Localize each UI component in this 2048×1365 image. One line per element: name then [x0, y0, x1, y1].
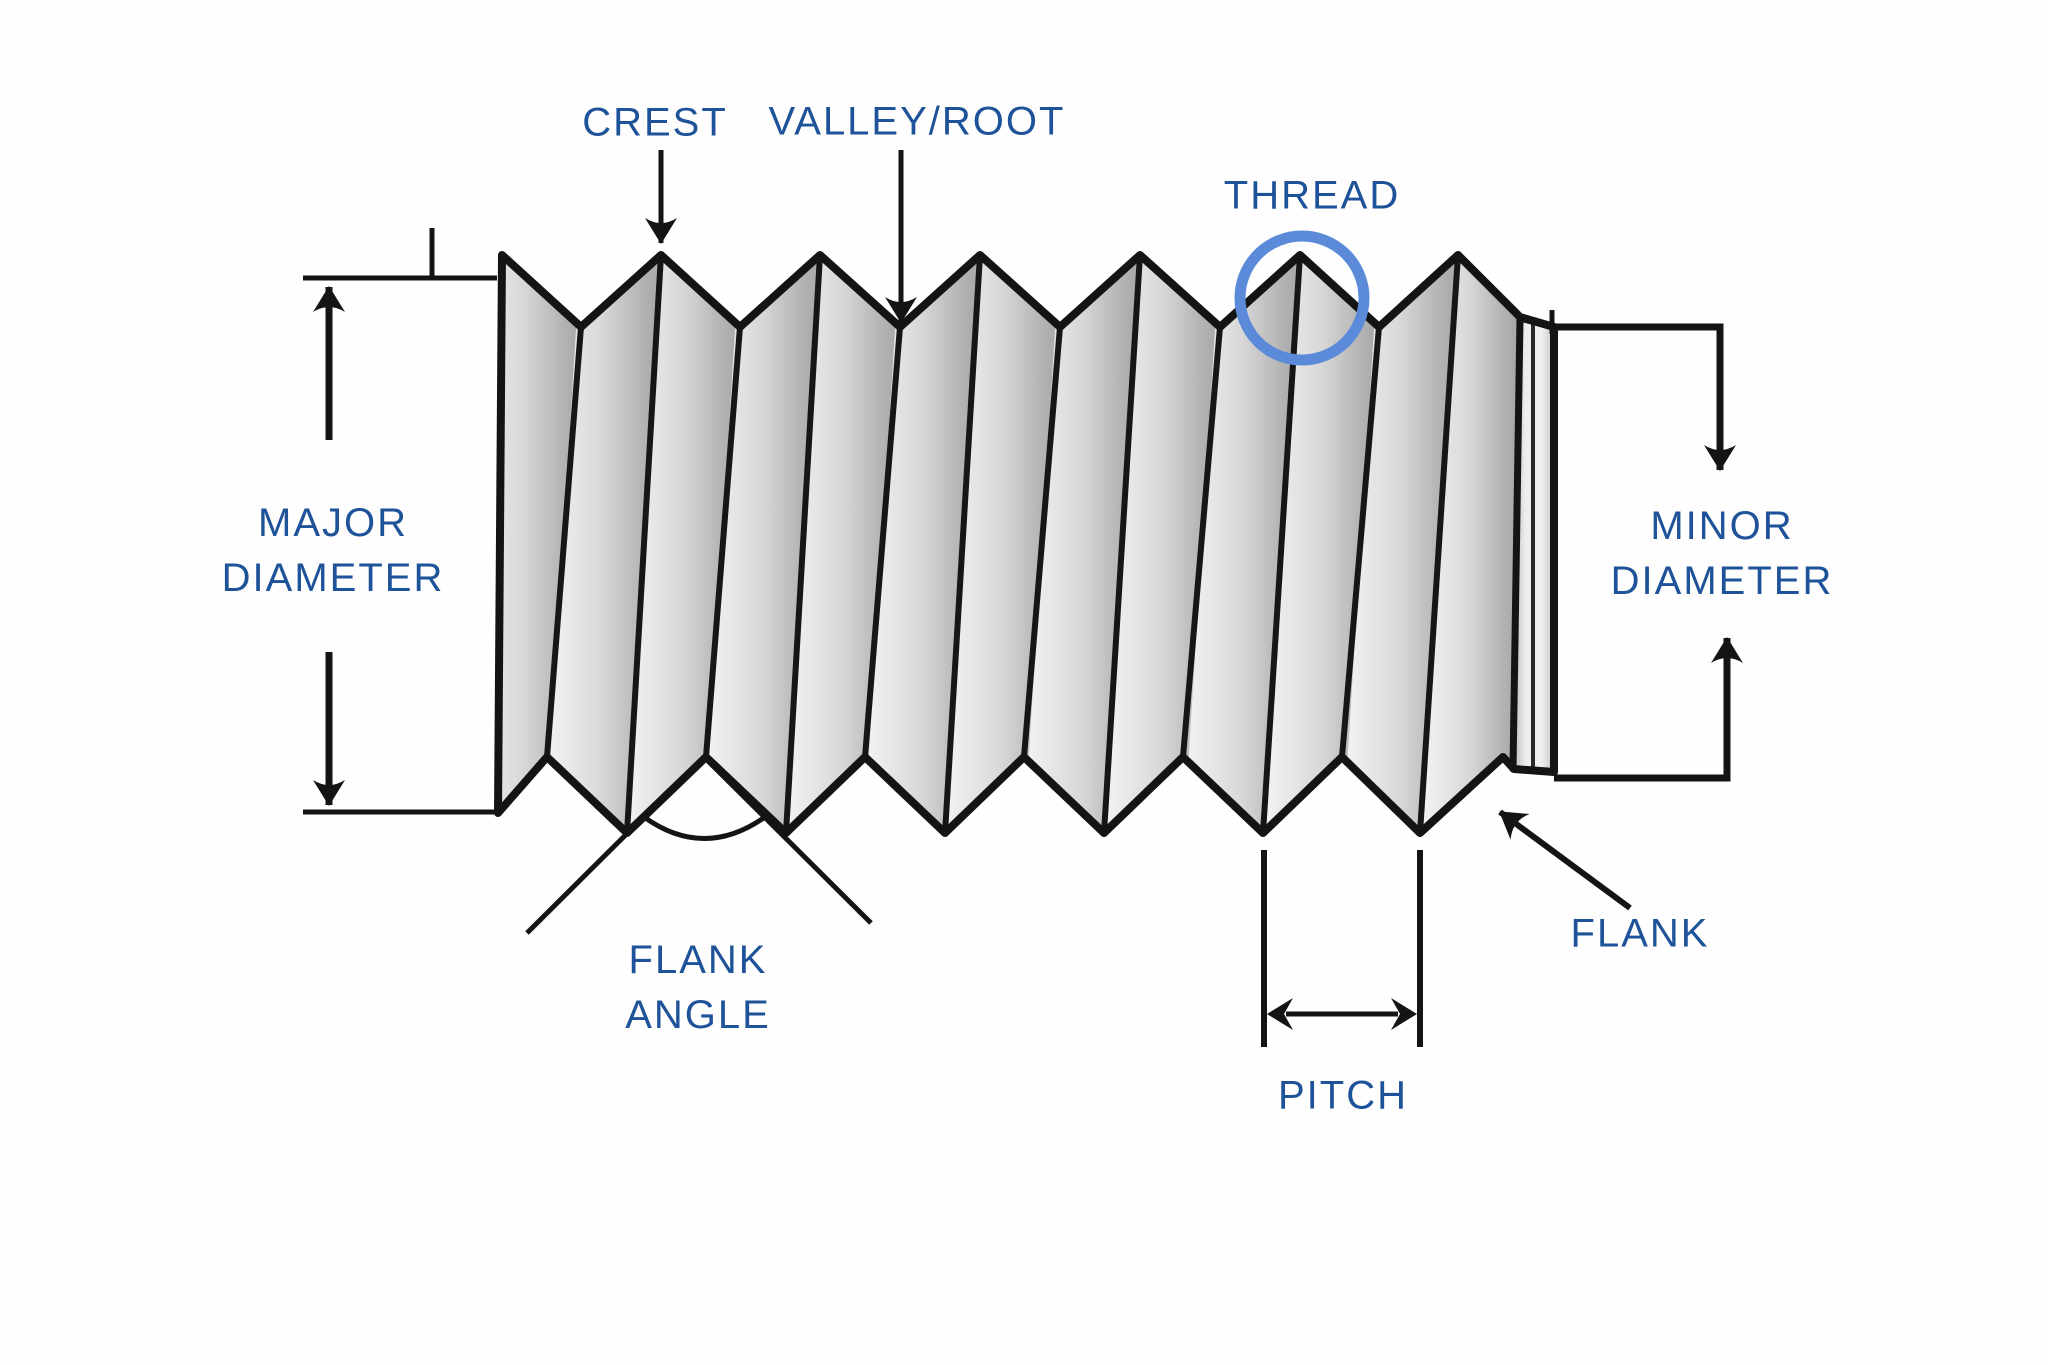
label-minor-diameter: MINOR DIAMETER: [1611, 499, 1834, 609]
flank-pointer-arrow: [1498, 809, 1632, 911]
label-flank-angle-line2: ANGLE: [625, 993, 771, 1037]
thread-highlight-circle: [1234, 230, 1370, 366]
label-minor-diameter-line2: DIAMETER: [1610, 559, 1834, 603]
label-minor-diameter-line1: MINOR: [1650, 504, 1794, 548]
label-flank: FLANK: [1570, 911, 1710, 956]
minor-diameter-dimension: [1549, 310, 1743, 782]
pitch-arrowhead-left: [1267, 998, 1293, 1030]
label-crest: CREST: [582, 100, 728, 145]
minor-diameter-bottom-arrow: [1554, 637, 1743, 782]
label-major-diameter-line1: MAJOR: [258, 501, 408, 545]
label-pitch: PITCH: [1278, 1073, 1408, 1118]
flank-angle-construction: [525, 753, 873, 935]
flank-angle-arc: [642, 814, 767, 841]
label-thread: THREAD: [1223, 173, 1401, 218]
label-valley-root: VALLEY/ROOT: [768, 99, 1066, 144]
label-flank-angle-line1: FLANK: [628, 938, 768, 982]
label-major-diameter-line2: DIAMETER: [221, 556, 445, 600]
flank-angle-lines: [525, 753, 873, 935]
label-flank-angle: FLANK ANGLE: [625, 933, 771, 1043]
major-diameter-dimension: [303, 228, 497, 815]
shank-end-cap: [1509, 314, 1558, 776]
label-major-diameter: MAJOR DIAMETER: [222, 496, 445, 606]
pitch-dimension: [1261, 850, 1423, 1047]
minor-diameter-top-arrow: [1554, 323, 1736, 471]
thread-helix-lines: [544, 255, 1461, 833]
pitch-arrowhead-right: [1391, 998, 1417, 1030]
